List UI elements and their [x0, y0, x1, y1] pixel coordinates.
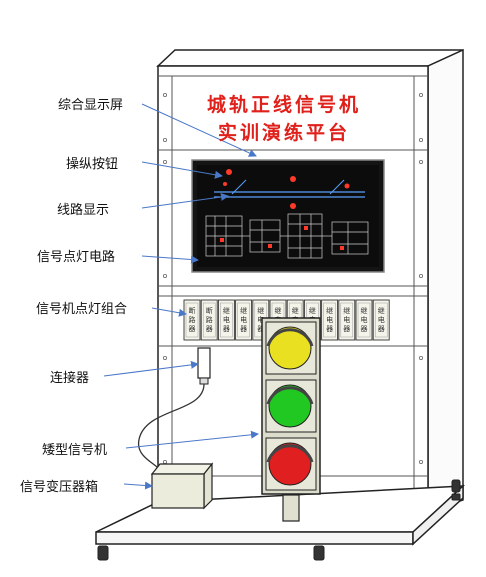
- relay-module-label: 断路器: [189, 306, 196, 333]
- label-buttons: 操纵按钮: [66, 157, 119, 172]
- base-platform: [95, 484, 466, 546]
- control-button-2[interactable]: [290, 176, 296, 182]
- relay-module-label: 继电器: [343, 306, 350, 333]
- relay-module-label: 继电器: [257, 306, 264, 333]
- dwarf-signal: [261, 317, 321, 522]
- label-lamp-circuit: 信号点灯电路: [37, 250, 116, 265]
- control-button-5[interactable]: [223, 182, 227, 186]
- relay-module-label: 继电器: [361, 306, 368, 333]
- relay-module: 继电器: [235, 299, 253, 341]
- signal-transformer-box: [150, 462, 214, 510]
- arrow-connector: [103, 360, 199, 377]
- arrow-buttons: [141, 161, 223, 179]
- arrow-lamp-circuit: [141, 255, 199, 264]
- relay-module: 继电器: [321, 299, 339, 341]
- control-button-3[interactable]: [290, 203, 296, 209]
- yellow-lamp: [268, 326, 312, 370]
- schematic-red-marks: [220, 226, 344, 250]
- relay-module: 断路器: [200, 299, 218, 341]
- connector-cable: [137, 383, 205, 471]
- arrow-dwarf-signal: [125, 430, 259, 449]
- caster-wheels: [97, 479, 461, 561]
- control-button-4[interactable]: [344, 183, 350, 189]
- pointer-arrows: [103, 103, 259, 490]
- arrow-screen: [141, 103, 257, 157]
- connector: [197, 347, 211, 385]
- label-dwarf-signal: 矮型信号机: [42, 443, 108, 458]
- platform-title-line1: 城轨正线信号机: [207, 94, 362, 116]
- platform-title-line2: 实训演练平台: [218, 122, 351, 144]
- label-screen: 综合显示屏: [58, 98, 124, 113]
- label-transformer: 信号变压器箱: [20, 480, 99, 495]
- relay-module: 继电器: [355, 299, 373, 341]
- relay-module-label: 继电器: [223, 306, 230, 333]
- display-screen: [191, 159, 385, 273]
- relay-module-label: 继电器: [326, 306, 333, 333]
- rack-holes-right: [418, 93, 423, 464]
- label-route: 线路显示: [57, 203, 110, 218]
- relay-module: 继电器: [338, 299, 356, 341]
- relay-module: 继电器: [217, 299, 235, 341]
- green-lamp: [268, 384, 312, 428]
- red-lamp: [268, 442, 312, 486]
- arrow-relay-group: [151, 307, 187, 317]
- relay-module-label: 继电器: [240, 306, 247, 333]
- arrow-transformer: [123, 481, 153, 490]
- lamp-circuit-schematic: [205, 213, 369, 259]
- relay-module-label: 断路器: [206, 306, 213, 333]
- relay-module: 继电器: [372, 299, 390, 341]
- relay-module: 断路器: [183, 299, 201, 341]
- cabinet: [156, 48, 464, 514]
- control-button-1[interactable]: [226, 169, 232, 175]
- rack-holes-left: [162, 93, 167, 464]
- label-connector: 连接器: [50, 371, 90, 386]
- relay-module-label: 继电器: [378, 306, 385, 333]
- arrow-route: [141, 193, 229, 209]
- label-relay-group: 信号机点灯组合: [36, 302, 128, 317]
